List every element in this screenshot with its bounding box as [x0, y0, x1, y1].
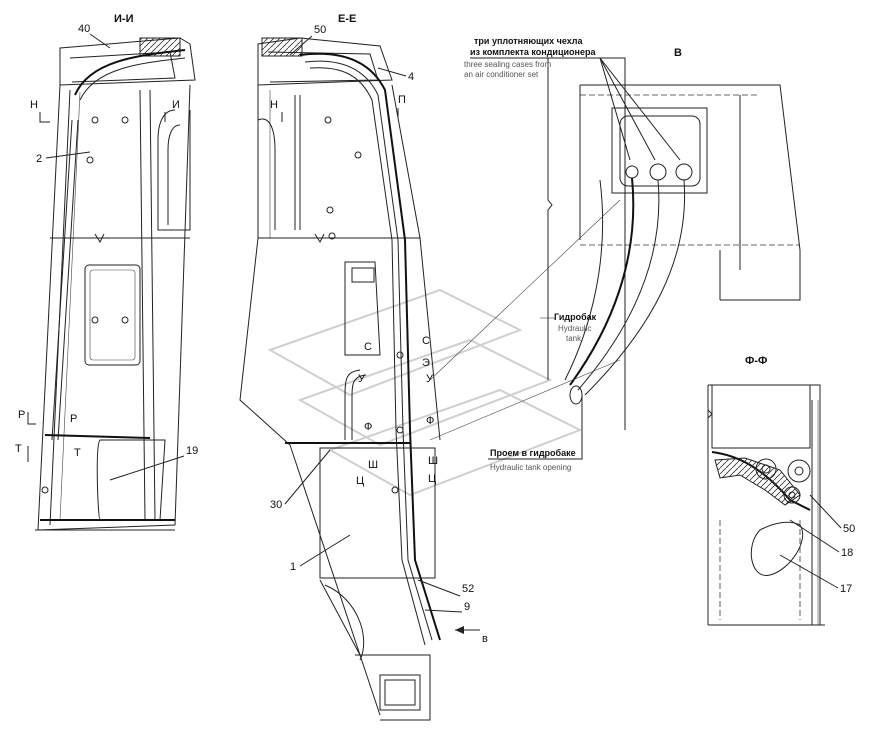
cut-label-u1: У [358, 373, 366, 385]
cut-label-r1: Р [18, 409, 25, 421]
callout-18: 18 [841, 547, 853, 559]
callout-2: 2 [36, 153, 42, 165]
callout-50-ff: 50 [843, 523, 855, 535]
cut-label-n2: Н [270, 99, 278, 111]
cut-label-ts1: Ц [356, 475, 364, 487]
section-label-ff: Ф-Ф [745, 355, 767, 367]
callout-50-top: 50 [314, 24, 326, 36]
cut-label-f2: Ф [426, 415, 434, 427]
section-label-v: В [674, 47, 682, 59]
cut-label-n1: Н [30, 99, 38, 111]
cut-label-i1: И [172, 99, 180, 111]
callout-52: 52 [462, 583, 474, 595]
callout-9: 9 [464, 601, 470, 613]
cut-label-t1: Т [15, 443, 22, 455]
section-view-e-e [239, 37, 441, 721]
note-seals-ru-2: из комплекта кондиционера [470, 47, 596, 57]
note-tank-en-1: Hydraulic [558, 324, 591, 333]
note-seals-en-1: three sealing cases from [464, 60, 551, 69]
callout-19: 19 [186, 445, 198, 457]
cut-label-ts2: Ц [428, 473, 436, 485]
view-arrow-v: в [482, 633, 488, 645]
cut-label-u2: У [426, 373, 434, 385]
section-label-ee: Е-Е [338, 13, 356, 25]
cut-label-sh1: Ш [368, 459, 378, 471]
callout-40: 40 [78, 23, 90, 35]
section-label-ii: И-И [114, 13, 134, 25]
callout-30: 30 [270, 499, 282, 511]
watermark-logo [267, 288, 583, 497]
note-seals-ru-1: три уплотняющих чехла [474, 36, 584, 46]
note-opening-ru: Проем в гидробаке [490, 448, 576, 458]
note-seals-en-2: an air conditioner set [464, 70, 539, 79]
cut-label-r2: Р [70, 413, 77, 425]
cut-label-s1: С [364, 341, 372, 353]
view-v-detail [429, 57, 801, 441]
cut-label-p1: П [398, 94, 406, 106]
callout-17: 17 [840, 583, 852, 595]
note-opening-en: Hydraulic tank opening [490, 463, 571, 472]
note-tank-en-2: tank [566, 334, 582, 343]
cut-label-s2: С [422, 335, 430, 347]
callout-4: 4 [408, 71, 414, 83]
section-view-i-i [35, 37, 196, 531]
callout-1: 1 [290, 561, 296, 573]
section-view-f-f [707, 384, 825, 626]
cut-label-e1: Э [422, 357, 430, 369]
cut-label-sh2: Ш [428, 455, 438, 467]
note-tank-ru: Гидробак [554, 312, 597, 322]
cut-label-t2: Т [74, 447, 81, 459]
cut-label-f1: Ф [364, 421, 372, 433]
